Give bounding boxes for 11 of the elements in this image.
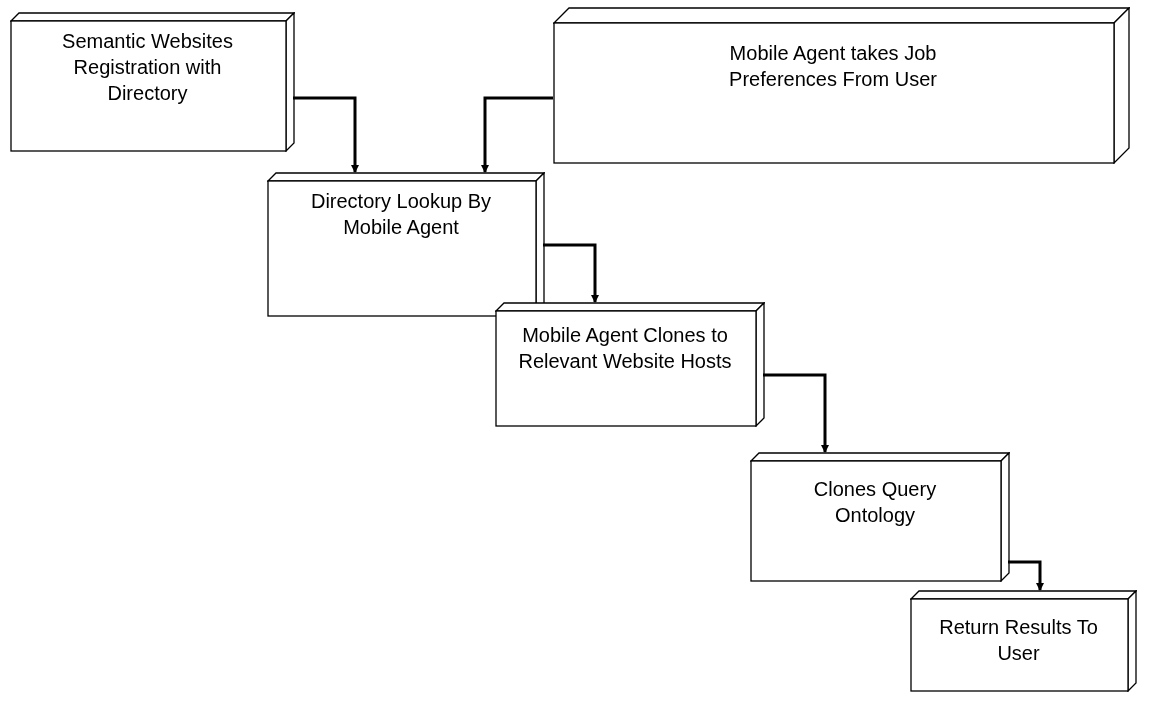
box-label: Directory Lookup By Mobile Agent [309, 189, 493, 240]
arrow [481, 96, 553, 173]
box-label: Mobile Agent Clones to Relevant Website Hosts [517, 323, 733, 374]
arrow [293, 96, 359, 173]
arrow [1008, 560, 1044, 591]
box-label: Return Results To User [938, 615, 1099, 666]
arrow [543, 243, 599, 303]
box-label: Mobile Agent takes Job Preferences From User [728, 41, 938, 92]
box-label: Clones Query Ontology [812, 477, 938, 528]
arrow [763, 373, 829, 453]
box-label: Semantic Websites Registration with Directory [61, 29, 234, 106]
